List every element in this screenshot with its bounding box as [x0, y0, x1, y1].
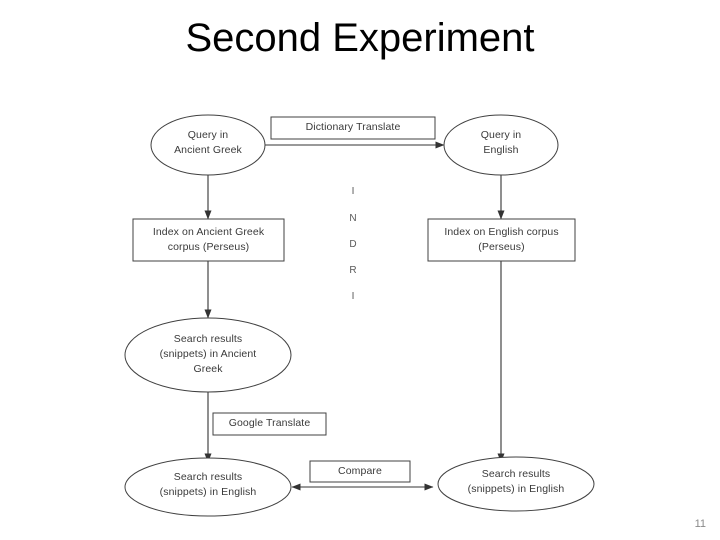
vertical-letter-n: N: [349, 213, 357, 224]
page-number: 11: [694, 518, 706, 530]
vertical-letter-i-1: I: [351, 186, 355, 197]
vertical-letter-r: R: [349, 265, 357, 276]
edge-label-text-dictionary-translate: Dictionary Translate: [271, 120, 435, 135]
vertical-letter-i-2: I: [351, 291, 355, 302]
edge-label-text-google-translate: Google Translate: [213, 416, 326, 431]
edge-label-google-translate[interactable]: [212, 412, 327, 436]
page-title: Second Experiment: [185, 16, 535, 60]
vertical-letter-d: D: [349, 239, 357, 250]
edge-label-dictionary-translate[interactable]: [270, 116, 436, 140]
edge-label-span: Compare: [338, 465, 382, 477]
edge-label-span: Dictionary Translate: [305, 121, 401, 133]
edge-label-text-compare: Compare: [310, 464, 410, 479]
node-results-ancient-greek[interactable]: [124, 317, 292, 393]
edge-label-span: Google Translate: [228, 417, 311, 429]
edge-label-compare[interactable]: [309, 460, 411, 483]
node-query-english[interactable]: [443, 114, 559, 176]
node-index-ancient-greek[interactable]: [132, 218, 285, 262]
node-index-english[interactable]: [427, 218, 576, 262]
node-query-ancient-greek[interactable]: [150, 114, 266, 176]
node-results-english-left[interactable]: [124, 457, 292, 517]
node-results-english-right[interactable]: [437, 456, 595, 512]
